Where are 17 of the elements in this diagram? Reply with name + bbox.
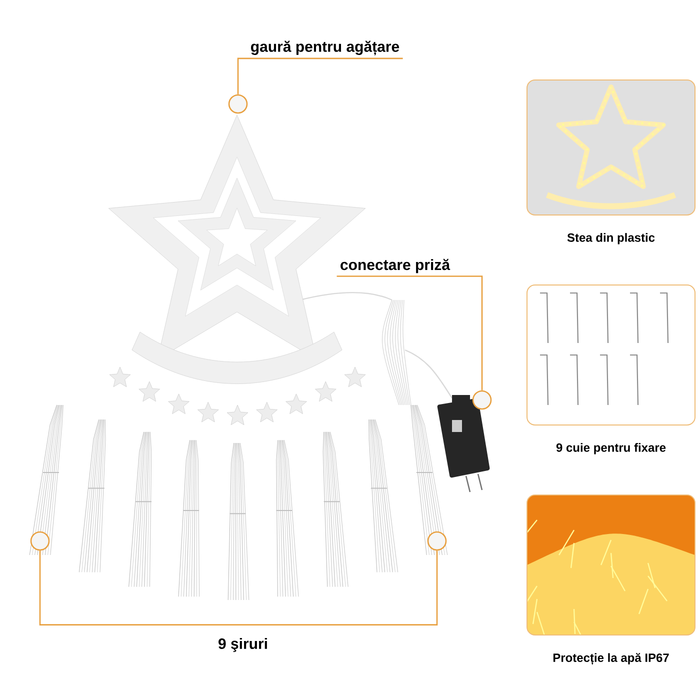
callout-circle [472,390,492,410]
node-label: Protecție la apă IP67 [553,653,669,665]
callout-label: gaură pentru agățare [251,40,400,56]
leader-line [237,58,403,94]
callout-circle [228,94,248,114]
leader-line [243,550,438,626]
leader-line [336,276,483,390]
node-label: 9 cuie pentru fixare [556,443,666,454]
leader-line [39,550,243,626]
callout-label: conectare priză [340,258,450,274]
node-label: Stea din plastic [567,233,655,244]
callout-circle [30,531,50,551]
callout-label: 9 şiruri [218,638,267,652]
photo-panel: Protecție la apă IP67 [526,494,696,665]
photo-panel: Stea din plastic [526,80,696,244]
photo-panel: 9 cuie pentru fixare [526,284,696,454]
callout-circle [427,531,447,551]
